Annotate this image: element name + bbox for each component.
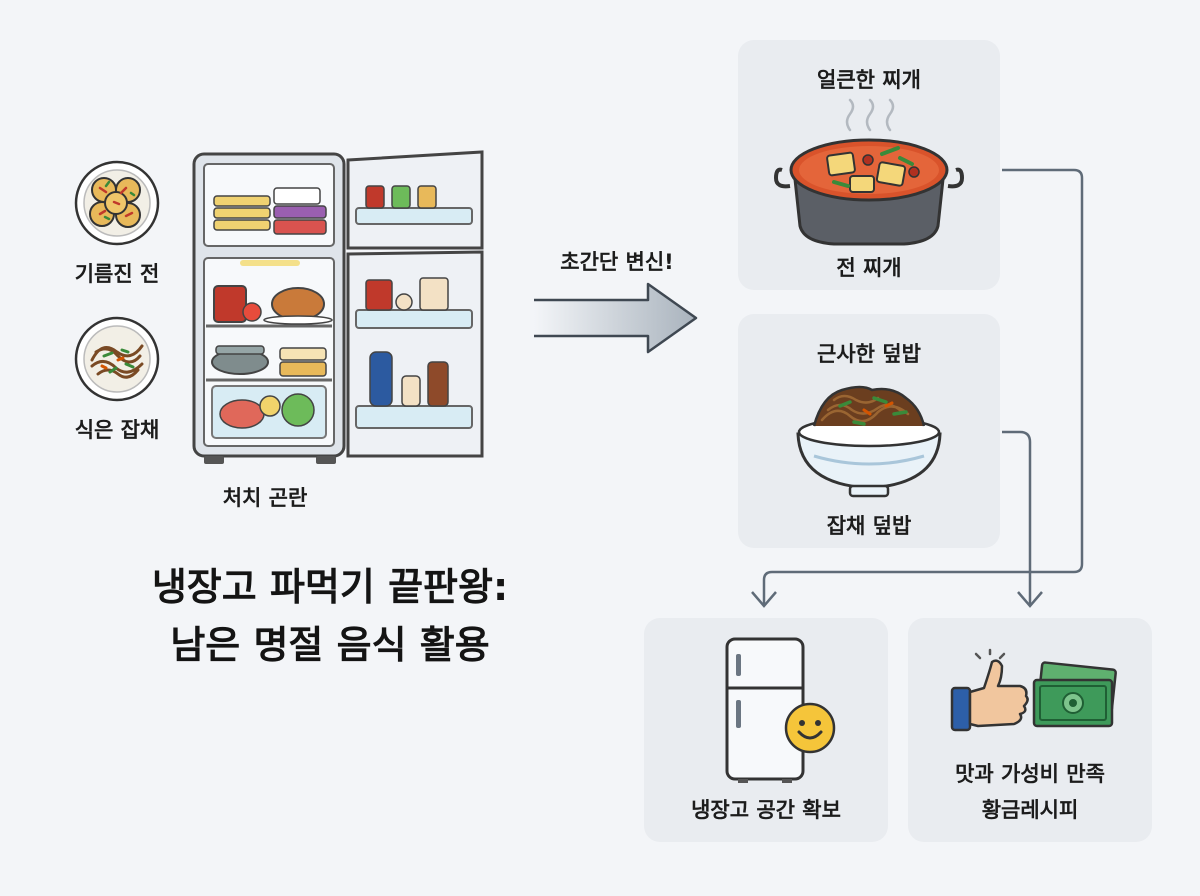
recipe-card-rice-bowl: 근사한 덮밥 잡채 덮밥	[738, 314, 1000, 548]
recipe-heading-stew: 얼큰한 찌개	[817, 68, 921, 92]
recipe-caption-rice-bowl: 잡채 덮밥	[826, 514, 912, 538]
result-label-value-line-2: 황금레시피	[981, 798, 1079, 822]
transform-arrow-icon	[534, 282, 698, 354]
japchae-plate-icon	[74, 316, 160, 402]
recipe-caption-stew: 전 찌개	[836, 256, 902, 280]
fridge-label: 처치 곤란	[222, 486, 308, 510]
page-title: 냉장고 파먹기 끝판왕: 남은 명절 음식 활용	[60, 558, 600, 674]
recipe-card-stew: 얼큰한 찌개 전 찌개	[738, 40, 1000, 290]
pancake-plate-icon	[74, 160, 160, 246]
smiley-icon	[784, 702, 836, 754]
result-label-space: 냉장고 공간 확보	[691, 798, 841, 822]
title-line-2: 남은 명절 음식 활용	[170, 623, 490, 667]
food-label-japchae: 식은 잡채	[74, 418, 160, 442]
food-label-pancake: 기름진 전	[74, 262, 160, 286]
steam-icon	[845, 98, 895, 132]
title-line-1: 냉장고 파먹기 끝판왕:	[151, 565, 509, 609]
result-card-value: 맛과 가성비 만족 황금레시피	[908, 618, 1152, 842]
result-card-space: 냉장고 공간 확보	[644, 618, 888, 842]
open-fridge-icon	[192, 150, 484, 464]
stew-pot-icon	[773, 138, 965, 246]
thumbs-up-icon	[950, 648, 1029, 732]
transform-arrow-label: 초간단 변신!	[560, 250, 674, 274]
recipe-heading-rice-bowl: 근사한 덮밥	[817, 342, 921, 366]
result-label-value-line-1: 맛과 가성비 만족	[955, 762, 1105, 786]
money-icon	[1032, 661, 1117, 728]
rice-bowl-icon	[796, 385, 942, 498]
